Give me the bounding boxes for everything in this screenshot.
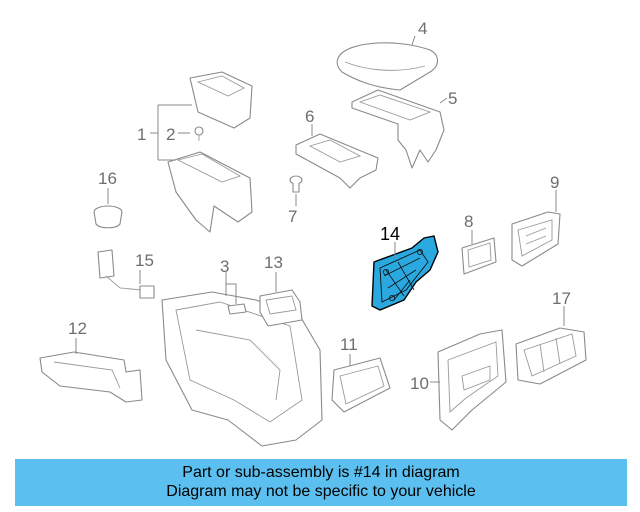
label-4: 4: [418, 19, 427, 38]
label-7: 7: [288, 207, 297, 226]
label-1: 1: [137, 125, 146, 144]
part-14-highlighted-bracket[interactable]: [371, 235, 439, 311]
label-13: 13: [264, 253, 283, 272]
part-5-armrest-base[interactable]: [351, 89, 448, 169]
label-5: 5: [448, 89, 457, 108]
part-11-side-panel[interactable]: [331, 354, 391, 413]
label-11: 11: [340, 335, 358, 354]
part-3-console-body[interactable]: [161, 272, 323, 447]
part-16-cup-ring[interactable]: [93, 188, 123, 229]
part-6-bracket[interactable]: [295, 124, 379, 189]
part-10-rear-bezel[interactable]: [430, 329, 507, 431]
part-4-armrest-lid[interactable]: [336, 35, 439, 91]
part-12-air-duct[interactable]: [39, 338, 143, 403]
part-8-trim-strip[interactable]: [461, 230, 497, 275]
part-1-storage-bin[interactable]: [150, 71, 253, 233]
label-2: 2: [166, 125, 175, 144]
label-16: 16: [98, 169, 117, 188]
label-6: 6: [305, 107, 314, 126]
label-8: 8: [464, 212, 473, 231]
part-2-clip[interactable]: [194, 126, 204, 141]
banner-line-1: Part or sub-assembly is #14 in diagram: [182, 464, 460, 481]
info-banner: Part or sub-assembly is #14 in diagram D…: [15, 459, 627, 506]
part-17-rear-vent[interactable]: [515, 306, 587, 385]
label-12: 12: [68, 319, 87, 338]
part-7-push-pin[interactable]: [289, 175, 303, 206]
part-13-switch-module[interactable]: [259, 272, 303, 327]
parts-diagram: 4 5 1 2 6 7 16: [39, 19, 587, 447]
label-14: 14: [380, 224, 400, 244]
label-9: 9: [550, 173, 559, 192]
label-3: 3: [220, 257, 229, 276]
label-10: 10: [410, 374, 429, 393]
part-15-power-socket[interactable]: [97, 249, 155, 299]
label-17: 17: [552, 289, 571, 308]
banner-line-2: Diagram may not be specific to your vehi…: [166, 483, 476, 500]
part-9-vent-bezel[interactable]: [511, 190, 561, 267]
label-15: 15: [135, 251, 154, 270]
